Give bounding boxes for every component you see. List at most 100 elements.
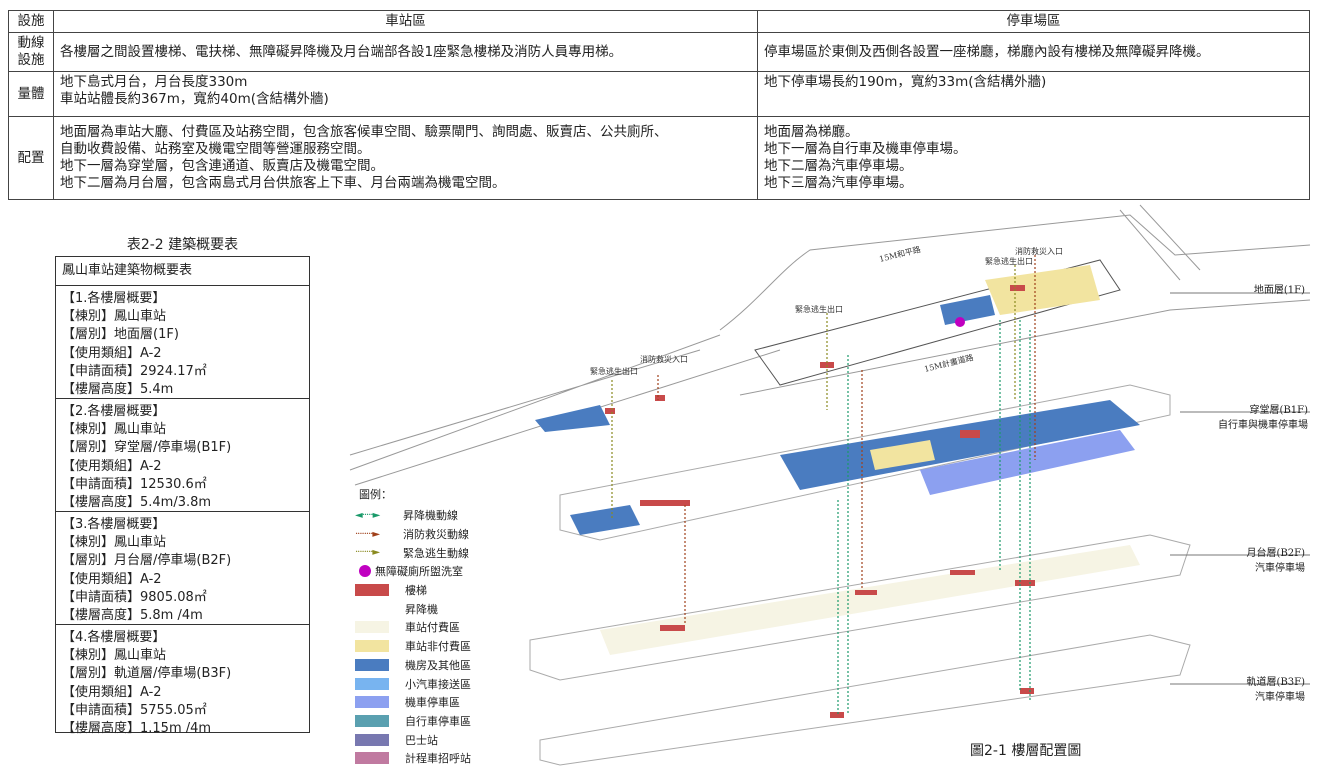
legend-item: 計程車招呼站 [355,749,471,768]
dotted-arrow-icon: ◄·····► [355,509,380,521]
summary-line: 【層別】地面層(1F) [62,327,179,343]
legend-label: 小汽車接送區 [405,677,471,691]
facility-table: 設施 車站區 停車場區 動線設施 各樓層之間設置樓梯、電扶梯、無障礙昇降機及月台… [8,10,1310,200]
floor-label-b1f: 穿堂層(B1F)自行車與機車停車場 [1218,405,1308,431]
b1f-machine-area [780,400,1140,490]
color-swatch [355,658,389,671]
floor-label-b2f: 月台層(B2F)汽車停車場 [1246,548,1305,574]
color-swatch [355,640,389,653]
summary-section: 【1.各樓層概要】【棟別】鳳山車站【層別】地面層(1F)【使用類組】A-2【申請… [56,286,309,399]
floor-label-1f: 地面層(1F) [1253,285,1305,296]
exit-label: 緊急逃生出口 [985,256,1033,266]
summary-line: 【層別】月台層/停車場(B2F) [62,553,232,569]
summary-line: 【使用類組】A-2 [62,458,162,474]
summary-line: 【3.各樓層概要】 [62,517,166,532]
exit-label: 緊急逃生出口 [590,366,638,376]
summary-line: 【2.各樓層概要】 [62,404,166,419]
legend-label: 昇降機動線 [403,509,458,523]
exit-label: 緊急逃生出口 [795,304,843,314]
summary-line: 【棟別】鳳山車站 [62,309,167,325]
summary-line: 【使用類組】A-2 [62,571,162,587]
summary-line: 【樓層高度】5.4m [62,382,174,398]
road-outline [719,214,1311,396]
b1f-slab [559,384,1171,541]
summary-line: 【申請面積】12530.6㎡ [62,476,207,492]
road-outline [349,334,781,486]
fire-line [657,255,1036,625]
summary-line: 【申請面積】9805.08㎡ [62,589,207,605]
color-swatch [355,602,389,615]
table-row: 配置 地面層為車站大廳、付費區及站務空間，包含旅客候車空間、驗票閘門、詢問處、販… [8,116,1310,200]
summary-line: 【樓層高度】5.4m/3.8m [62,495,212,511]
legend-item: 巴士站 [355,730,471,749]
legend-item: ········►緊急逃生動線 [355,543,471,562]
summary-caption: 表2-2 建築概要表 [126,237,239,253]
legend-item: 小汽車接送區 [355,674,471,693]
b3f-slab [539,634,1191,766]
road-label: 15M計畫道路 [923,352,974,374]
summary-line: 【層別】軌道層/停車場(B3F) [62,666,232,682]
legend-label: 昇降機 [405,602,438,616]
accessible-toilet-icon [955,317,965,327]
summary-line: 【使用類組】A-2 [62,684,162,700]
legend-label: 緊急逃生動線 [403,546,469,560]
1f-machine-area [940,295,995,325]
summary-section: 【4.各樓層概要】【棟別】鳳山車站【層別】軌道層/停車場(B3F)【使用類組】A… [56,625,309,738]
summary-line: 【樓層高度】1.15m /4m [62,721,212,737]
legend-item: 機房及其他區 [355,656,471,675]
legend-label: 巴士站 [405,733,438,747]
summary-section: 【3.各樓層概要】【棟別】鳳山車站【層別】月台層/停車場(B2F) 【使用類組】A… [56,512,309,625]
parking-cell: 停車場區於東側及西側各設置一座梯廳，梯廳內設有樓梯及無障礙昇降機。 [757,32,1310,72]
b1f-unpaid-area [870,440,935,470]
color-swatch [355,714,389,727]
legend-label: 計程車招呼站 [405,752,471,766]
summary-line: 【樓層高度】5.8m /4m [62,608,203,624]
legend-label: 機車停車區 [405,696,460,710]
stairs-marks [605,285,1035,718]
legend-label: 車站非付費區 [405,640,471,654]
road-label: 15M和平路 [878,244,922,264]
legend-label: 自行車停車區 [405,714,471,728]
legend-item: 車站非付費區 [355,637,471,656]
legend-item: 車站付費區 [355,618,471,637]
legend-title: 圖例： [359,488,392,501]
color-swatch [355,584,389,597]
fire-label: 消防救災入口 [640,354,688,364]
legend-item: 無障礙廁所盥洗室 [355,562,471,581]
legend-item: 昇降機 [355,599,471,618]
legend-item: 機車停車區 [355,693,471,712]
summary-table: 鳳山車站建築物概要表 【1.各樓層概要】【棟別】鳳山車站【層別】地面層(1F)【… [55,256,310,736]
legend-item: ········►消防救災動線 [355,525,471,544]
summary-line: 【1.各樓層概要】 [62,291,166,306]
legend-label: 車站付費區 [405,621,460,635]
legend-label: 無障礙廁所盥洗室 [375,565,463,579]
summary-line: 【棟別】鳳山車站 [62,535,167,551]
1f-unpaid-area [985,265,1100,315]
floor-label-b3f: 軌道層(B3F)汽車停車場 [1246,677,1305,703]
figure-caption: 圖2-1 樓層配置圖 [970,743,1082,759]
summary-line: 【4.各樓層概要】 [62,630,166,645]
parking-cell: 地下停車場長約190m，寬約33m(含結構外牆) [757,71,1310,117]
summary-line: 【使用類組】A-2 [62,345,162,361]
parking-cell: 地面層為梯廳。地下一層為自行車及機車停車場。地下二層為汽車停車場。地下三層為汽車… [757,116,1310,200]
legend: 圖例： ◄·····► 昇降機動線 ········►消防救災動線········►… [355,486,471,768]
fire-label: 消防救災入口 [1015,246,1063,256]
road-outline [1119,204,1201,281]
legend-label: 消防救災動線 [403,528,469,542]
row-label: 動線設施 [8,32,54,72]
color-swatch [355,752,389,765]
legend-item: 樓梯 [355,581,471,600]
summary-line: 【棟別】鳳山車站 [62,422,167,438]
summary-line: 【申請面積】5755.05㎡ [62,702,207,718]
circle-icon [359,565,371,578]
legend-label: 樓梯 [405,584,427,598]
station-outline [754,259,1121,386]
1f-machine-area [535,405,610,432]
legend-label: 機房及其他區 [405,658,471,672]
station-cell: 地面層為車站大廳、付費區及站務空間，包含旅客候車空間、驗票閘門、詢問處、販賣店、… [53,116,758,200]
color-swatch [355,621,389,634]
row-label: 量體 [8,71,54,117]
b2f-slab [529,534,1191,681]
b2f-paid-area [600,545,1140,655]
